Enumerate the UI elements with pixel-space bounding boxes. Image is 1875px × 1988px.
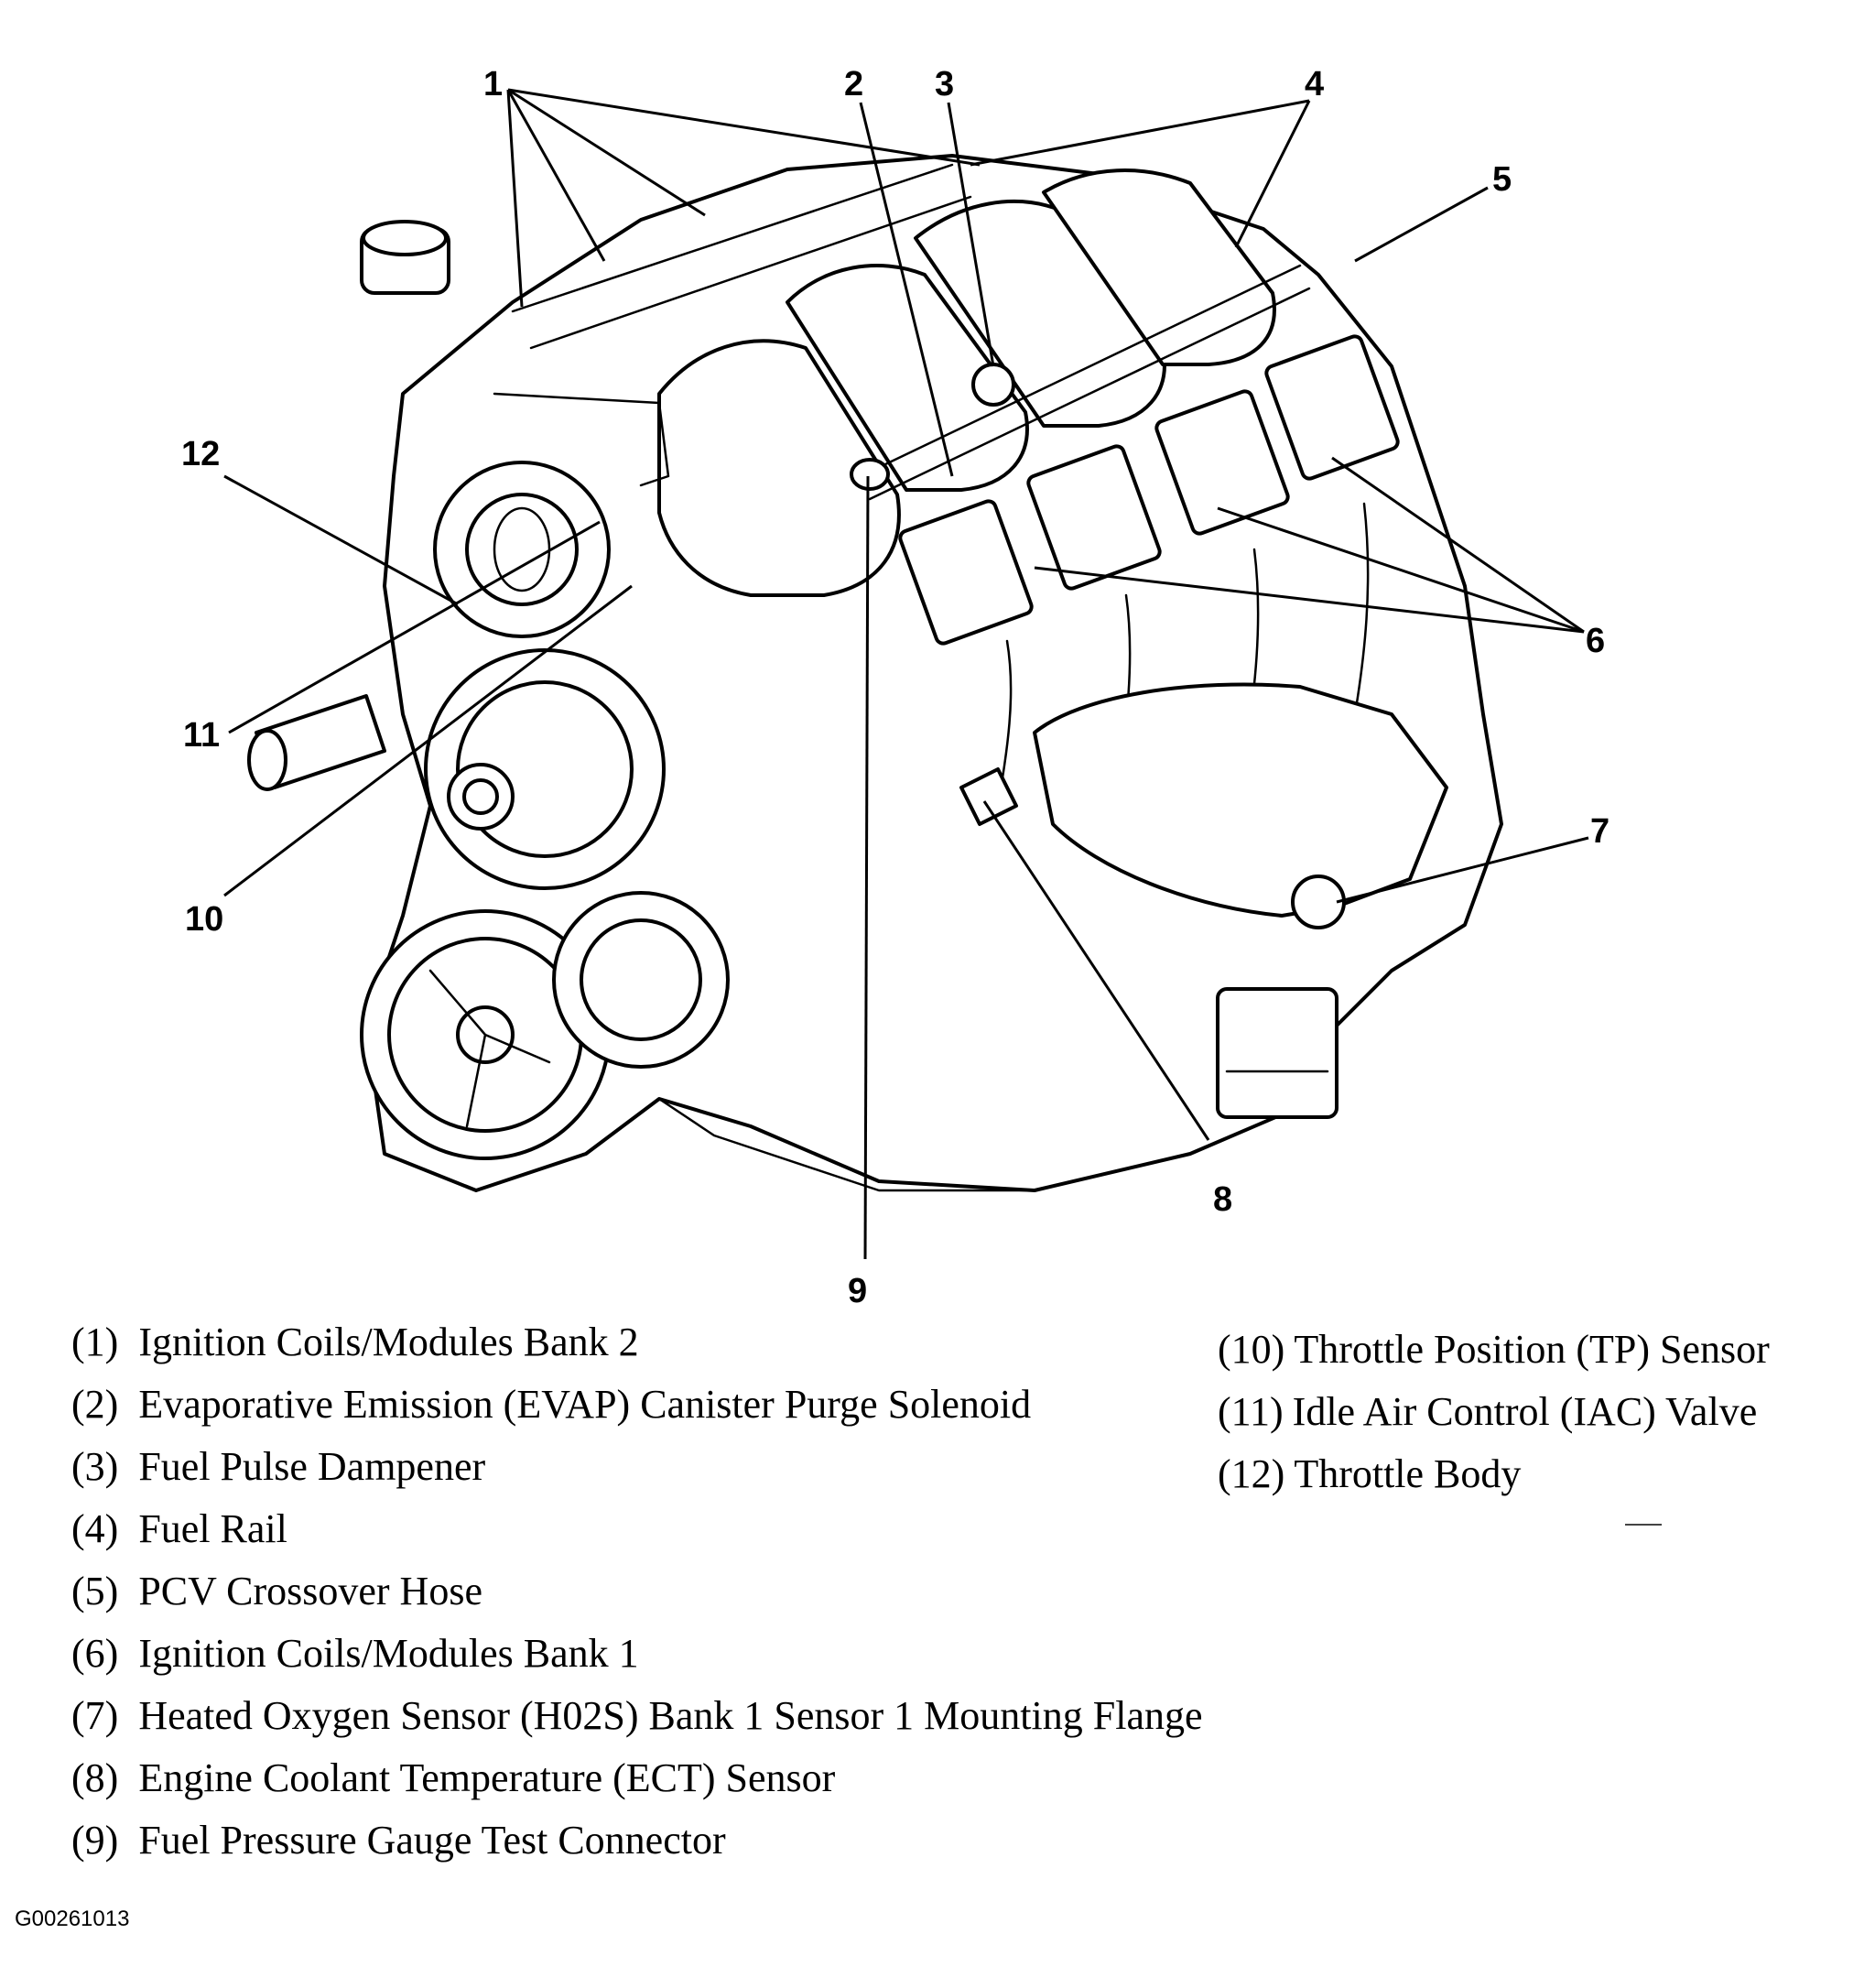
callout-3: 3 [935,65,954,103]
callout-labels: 1 2 3 4 5 6 7 8 9 10 11 12 [181,65,1609,1310]
leader-lines [223,88,1589,1260]
divider [1625,1524,1662,1526]
callout-7: 7 [1590,812,1609,851]
callout-5: 5 [1492,160,1512,199]
legend-item: (9) Fuel Pressure Gauge Test Connector [71,1817,726,1863]
legend-number: (9) [71,1818,119,1863]
legend-item: (4) Fuel Rail [71,1505,287,1552]
legend-text: PCV Crossover Hose [138,1569,482,1613]
legend-text: Throttle Body [1294,1451,1522,1496]
legend-item: (2) Evaporative Emission (EVAP) Canister … [71,1381,1031,1428]
legend-text: Fuel Rail [138,1506,287,1551]
legend-number: (4) [71,1506,119,1551]
legend-number: (2) [71,1382,119,1427]
legend-number: (6) [71,1631,119,1676]
legend-item: (11)Idle Air Control (IAC) Valve [1218,1388,1757,1435]
legend-item: (1) Ignition Coils/Modules Bank 2 [71,1319,639,1365]
legend-text: Fuel Pressure Gauge Test Connector [138,1818,726,1863]
callout-2: 2 [844,65,863,103]
legend-number: (1) [71,1320,119,1364]
callout-11: 11 [183,716,220,755]
legend-item: (5) PCV Crossover Hose [71,1568,482,1614]
legend-number: (5) [71,1569,119,1613]
legend-text: Throttle Position (TP) Sensor [1294,1327,1770,1372]
callout-6: 6 [1586,622,1605,660]
legend-text: Ignition Coils/Modules Bank 1 [138,1631,639,1676]
legend-number: (10) [1218,1327,1285,1372]
legend-item: (12)Throttle Body [1218,1450,1521,1497]
legend-number: (3) [71,1444,119,1489]
figure-id: G00261013 [15,1907,130,1931]
legend-number: (11) [1218,1389,1284,1434]
legend-item: (3) Fuel Pulse Dampener [71,1443,485,1490]
legend-number: (7) [71,1693,119,1738]
callout-4: 4 [1305,65,1324,103]
legend-text: Idle Air Control (IAC) Valve [1292,1389,1758,1434]
legend-number: (8) [71,1755,119,1800]
callout-10: 10 [185,900,223,939]
legend-text: Engine Coolant Temperature (ECT) Sensor [138,1755,836,1800]
legend-item: (6) Ignition Coils/Modules Bank 1 [71,1630,639,1677]
legend-number: (12) [1218,1451,1285,1496]
callout-1: 1 [483,65,503,103]
engine-illustration [247,154,1503,1192]
legend-item: (10)Throttle Position (TP) Sensor [1218,1326,1770,1373]
legend-text: Heated Oxygen Sensor (H02S) Bank 1 Senso… [138,1693,1203,1738]
legend-text: Fuel Pulse Dampener [138,1444,486,1489]
callout-9: 9 [848,1272,867,1310]
legend-text: Evaporative Emission (EVAP) Canister Pur… [138,1382,1032,1427]
callout-12: 12 [181,435,220,473]
legend-text: Ignition Coils/Modules Bank 2 [138,1320,639,1364]
callout-8: 8 [1213,1180,1232,1219]
legend-item: (7) Heated Oxygen Sensor (H02S) Bank 1 Se… [71,1692,1203,1739]
legend-item: (8) Engine Coolant Temperature (ECT) Sens… [71,1754,835,1801]
